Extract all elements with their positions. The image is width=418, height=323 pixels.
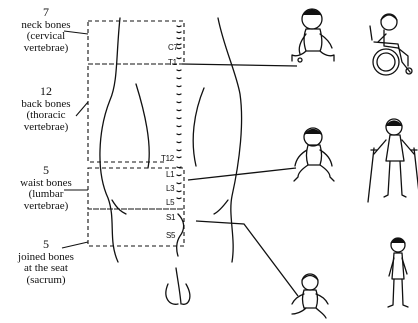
vertebra-label-l5: L5 — [166, 199, 174, 207]
child-sitting-figure — [292, 9, 334, 62]
sacrum-label-line-3: (sacrum) — [0, 275, 92, 287]
lumbar-label-line-3: vertebrae) — [0, 201, 92, 213]
child-with-crutches-figure — [368, 119, 418, 202]
thoracic-label-line-3: vertebrae) — [0, 122, 92, 134]
lumbar-count: 5 — [0, 165, 92, 177]
child-in-wheelchair-figure — [370, 14, 412, 75]
vertebra-label-l3: L3 — [166, 185, 174, 193]
cervical-label-line-2: (cervical — [0, 31, 92, 43]
sacrum-count: 5 — [0, 239, 92, 251]
spine — [177, 26, 184, 256]
cervical-count: 7 — [0, 7, 92, 19]
sacrum-label-line-2: at the seat — [0, 263, 92, 275]
vertebra-label-s5: S5 — [166, 232, 175, 240]
vertebra-label-c7: C7 — [168, 44, 178, 52]
sacrum-label: 5 joined bones at the seat (sacrum) — [0, 239, 92, 286]
child-walking-figure — [388, 238, 408, 307]
thoracic-bracket — [88, 64, 184, 162]
thoracic-label-line-2: (thoracic — [0, 110, 92, 122]
vertebra-label-t1: T1 — [168, 59, 177, 67]
thoracic-count: 12 — [0, 86, 92, 98]
child-squatting-figure — [294, 128, 334, 181]
thoracic-label: 12 back bones (thoracic vertebrae) — [0, 86, 92, 133]
cervical-label: 7 neck bones (cervical vertebrae) — [0, 7, 92, 54]
label-leaders — [62, 31, 88, 248]
lumbar-label: 5 waist bones (lumbar vertebrae) — [0, 165, 92, 212]
vertebra-label-s1: S1 — [166, 214, 175, 222]
vertebra-label-l1: L1 — [166, 171, 174, 179]
cervical-label-line-3: vertebrae) — [0, 43, 92, 55]
lumbar-label-line-2: (lumbar — [0, 189, 92, 201]
vertebra-label-t12: T12 — [161, 155, 174, 163]
